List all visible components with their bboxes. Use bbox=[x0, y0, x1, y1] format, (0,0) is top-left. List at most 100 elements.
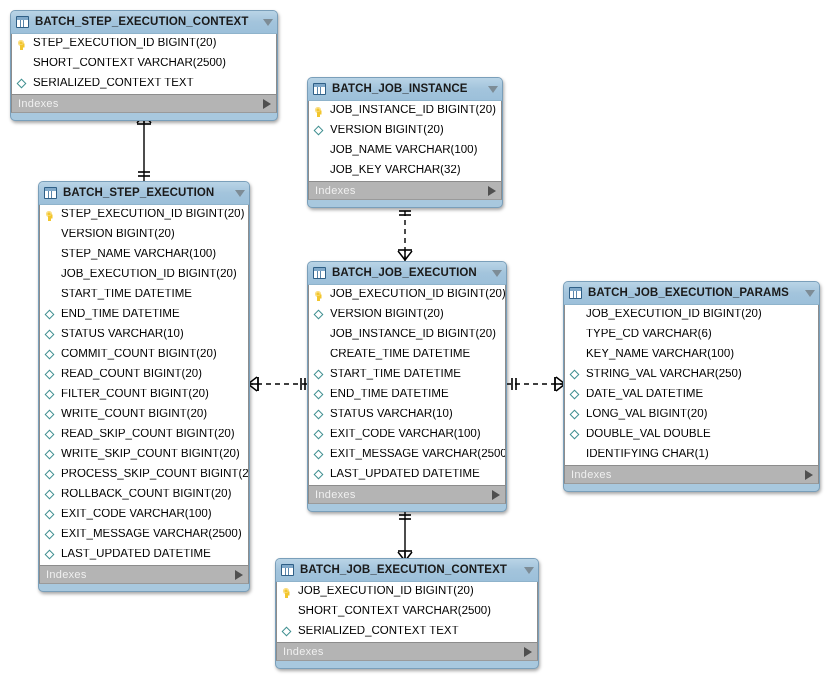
column-row[interactable]: DOUBLE_VAL DOUBLE bbox=[565, 425, 818, 445]
column-row[interactable]: READ_COUNT BIGINT(20) bbox=[40, 365, 248, 385]
chevron-right-icon[interactable] bbox=[488, 185, 496, 196]
column-row[interactable]: STRING_VAL VARCHAR(250) bbox=[565, 365, 818, 385]
chevron-down-icon[interactable] bbox=[263, 18, 273, 26]
relationship-connector[interactable] bbox=[395, 202, 415, 261]
relationship-connector[interactable] bbox=[247, 374, 309, 394]
column-row[interactable]: PROCESS_SKIP_COUNT BIGINT(20) bbox=[40, 465, 248, 485]
column-row[interactable]: STEP_EXECUTION_ID BIGINT(20) bbox=[40, 205, 248, 225]
column-row[interactable]: READ_SKIP_COUNT BIGINT(20) bbox=[40, 425, 248, 445]
table-header[interactable]: BATCH_JOB_EXECUTION_PARAMS bbox=[564, 282, 819, 305]
column-row[interactable]: JOB_EXECUTION_ID BIGINT(20) bbox=[565, 305, 818, 325]
column-row[interactable]: COMMIT_COUNT BIGINT(20) bbox=[40, 345, 248, 365]
table-header[interactable]: BATCH_JOB_EXECUTION_CONTEXT bbox=[276, 559, 538, 582]
column-row[interactable]: STATUS VARCHAR(10) bbox=[309, 405, 505, 425]
indexes-label: Indexes bbox=[571, 468, 612, 481]
column-row[interactable]: STATUS VARCHAR(10) bbox=[40, 325, 248, 345]
table-header[interactable]: BATCH_JOB_EXECUTION bbox=[308, 262, 506, 285]
column-label: SERIALIZED_CONTEXT TEXT bbox=[33, 78, 194, 90]
not-null-column-diamond-icon bbox=[569, 449, 582, 462]
chevron-down-icon[interactable] bbox=[488, 85, 498, 93]
indexes-section-toggle[interactable]: Indexes bbox=[564, 465, 819, 484]
column-row[interactable]: JOB_INSTANCE_ID BIGINT(20) bbox=[309, 325, 505, 345]
column-row[interactable]: JOB_KEY VARCHAR(32) bbox=[309, 161, 501, 181]
nullable-column-diamond-icon bbox=[313, 469, 326, 482]
column-row[interactable]: LAST_UPDATED DATETIME bbox=[40, 545, 248, 565]
column-row[interactable]: JOB_EXECUTION_ID BIGINT(20) bbox=[40, 265, 248, 285]
indexes-section-toggle[interactable]: Indexes bbox=[308, 181, 502, 200]
column-label: END_TIME DATETIME bbox=[61, 309, 180, 321]
indexes-section-toggle[interactable]: Indexes bbox=[11, 94, 277, 113]
table-header[interactable]: BATCH_JOB_INSTANCE bbox=[308, 78, 502, 101]
column-row[interactable]: SERIALIZED_CONTEXT TEXT bbox=[277, 622, 537, 642]
column-row[interactable]: FILTER_COUNT BIGINT(20) bbox=[40, 385, 248, 405]
column-label: STRING_VAL VARCHAR(250) bbox=[586, 369, 742, 381]
column-row[interactable]: WRITE_SKIP_COUNT BIGINT(20) bbox=[40, 445, 248, 465]
column-row[interactable]: LONG_VAL BIGINT(20) bbox=[565, 405, 818, 425]
not-null-column-diamond-icon bbox=[44, 289, 57, 302]
table-figure-batch_job_instance[interactable]: BATCH_JOB_INSTANCE JOB_INSTANCE_ID BIGIN… bbox=[307, 77, 503, 208]
chevron-right-icon[interactable] bbox=[524, 646, 532, 657]
chevron-right-icon[interactable] bbox=[492, 489, 500, 500]
table-figure-batch_job_execution_context[interactable]: BATCH_JOB_EXECUTION_CONTEXT JOB_EXECUTIO… bbox=[275, 558, 539, 669]
column-row[interactable]: JOB_NAME VARCHAR(100) bbox=[309, 141, 501, 161]
relationship-connector[interactable] bbox=[395, 506, 415, 562]
column-row[interactable]: JOB_EXECUTION_ID BIGINT(20) bbox=[309, 285, 505, 305]
column-row[interactable]: END_TIME DATETIME bbox=[309, 385, 505, 405]
column-row[interactable]: START_TIME DATETIME bbox=[40, 285, 248, 305]
nullable-column-diamond-icon bbox=[16, 78, 29, 91]
chevron-down-icon[interactable] bbox=[492, 269, 502, 277]
table-figure-batch_job_execution[interactable]: BATCH_JOB_EXECUTION JOB_EXECUTION_ID BIG… bbox=[307, 261, 507, 512]
column-row[interactable]: STEP_NAME VARCHAR(100) bbox=[40, 245, 248, 265]
chevron-down-icon[interactable] bbox=[524, 566, 534, 574]
column-row[interactable]: START_TIME DATETIME bbox=[309, 365, 505, 385]
relationship-connector[interactable] bbox=[134, 113, 154, 181]
chevron-down-icon[interactable] bbox=[805, 289, 815, 297]
column-row[interactable]: JOB_INSTANCE_ID BIGINT(20) bbox=[309, 101, 501, 121]
indexes-section-toggle[interactable]: Indexes bbox=[39, 565, 249, 584]
column-row[interactable]: SERIALIZED_CONTEXT TEXT bbox=[12, 74, 276, 94]
indexes-section-toggle[interactable]: Indexes bbox=[276, 642, 538, 661]
column-row[interactable]: JOB_EXECUTION_ID BIGINT(20) bbox=[277, 582, 537, 602]
table-header[interactable]: BATCH_STEP_EXECUTION bbox=[39, 182, 249, 205]
chevron-right-icon[interactable] bbox=[235, 569, 243, 580]
indexes-section-toggle[interactable]: Indexes bbox=[308, 485, 506, 504]
table-figure-batch_job_execution_params[interactable]: BATCH_JOB_EXECUTION_PARAMS JOB_EXECUTION… bbox=[563, 281, 820, 492]
relationship-connector[interactable] bbox=[506, 374, 566, 394]
column-row[interactable]: DATE_VAL DATETIME bbox=[565, 385, 818, 405]
table-figure-batch_step_execution_context[interactable]: BATCH_STEP_EXECUTION_CONTEXT STEP_EXECUT… bbox=[10, 10, 278, 121]
column-label: JOB_EXECUTION_ID BIGINT(20) bbox=[61, 269, 237, 281]
table-header[interactable]: BATCH_STEP_EXECUTION_CONTEXT bbox=[11, 11, 277, 34]
chevron-down-icon[interactable] bbox=[235, 189, 245, 197]
table-icon bbox=[16, 16, 29, 28]
column-row[interactable]: SHORT_CONTEXT VARCHAR(2500) bbox=[12, 54, 276, 74]
column-row[interactable]: VERSION BIGINT(20) bbox=[309, 121, 501, 141]
nullable-column-diamond-icon bbox=[44, 529, 57, 542]
column-row[interactable]: STEP_EXECUTION_ID BIGINT(20) bbox=[12, 34, 276, 54]
nullable-column-diamond-icon bbox=[313, 389, 326, 402]
column-row[interactable]: WRITE_COUNT BIGINT(20) bbox=[40, 405, 248, 425]
primary-key-icon bbox=[313, 289, 326, 302]
column-row[interactable]: EXIT_MESSAGE VARCHAR(2500) bbox=[309, 445, 505, 465]
column-row[interactable]: VERSION BIGINT(20) bbox=[40, 225, 248, 245]
table-figure-batch_step_execution[interactable]: BATCH_STEP_EXECUTION STEP_EXECUTION_ID B… bbox=[38, 181, 250, 592]
column-label: JOB_EXECUTION_ID BIGINT(20) bbox=[330, 289, 505, 301]
column-row[interactable]: END_TIME DATETIME bbox=[40, 305, 248, 325]
column-row[interactable]: EXIT_CODE VARCHAR(100) bbox=[309, 425, 505, 445]
column-row[interactable]: TYPE_CD VARCHAR(6) bbox=[565, 325, 818, 345]
chevron-right-icon[interactable] bbox=[805, 469, 813, 480]
column-row[interactable]: KEY_NAME VARCHAR(100) bbox=[565, 345, 818, 365]
column-row[interactable]: IDENTIFYING CHAR(1) bbox=[565, 445, 818, 465]
column-row[interactable]: CREATE_TIME DATETIME bbox=[309, 345, 505, 365]
column-list: JOB_EXECUTION_ID BIGINT(20) TYPE_CD VARC… bbox=[564, 305, 819, 465]
column-row[interactable]: EXIT_MESSAGE VARCHAR(2500) bbox=[40, 525, 248, 545]
column-row[interactable]: EXIT_CODE VARCHAR(100) bbox=[40, 505, 248, 525]
column-label: STEP_NAME VARCHAR(100) bbox=[61, 249, 217, 261]
column-row[interactable]: VERSION BIGINT(20) bbox=[309, 305, 505, 325]
column-row[interactable]: LAST_UPDATED DATETIME bbox=[309, 465, 505, 485]
column-row[interactable]: SHORT_CONTEXT VARCHAR(2500) bbox=[277, 602, 537, 622]
chevron-right-icon[interactable] bbox=[263, 98, 271, 109]
column-row[interactable]: ROLLBACK_COUNT BIGINT(20) bbox=[40, 485, 248, 505]
column-label: IDENTIFYING CHAR(1) bbox=[586, 449, 709, 461]
column-label: CREATE_TIME DATETIME bbox=[330, 349, 471, 361]
